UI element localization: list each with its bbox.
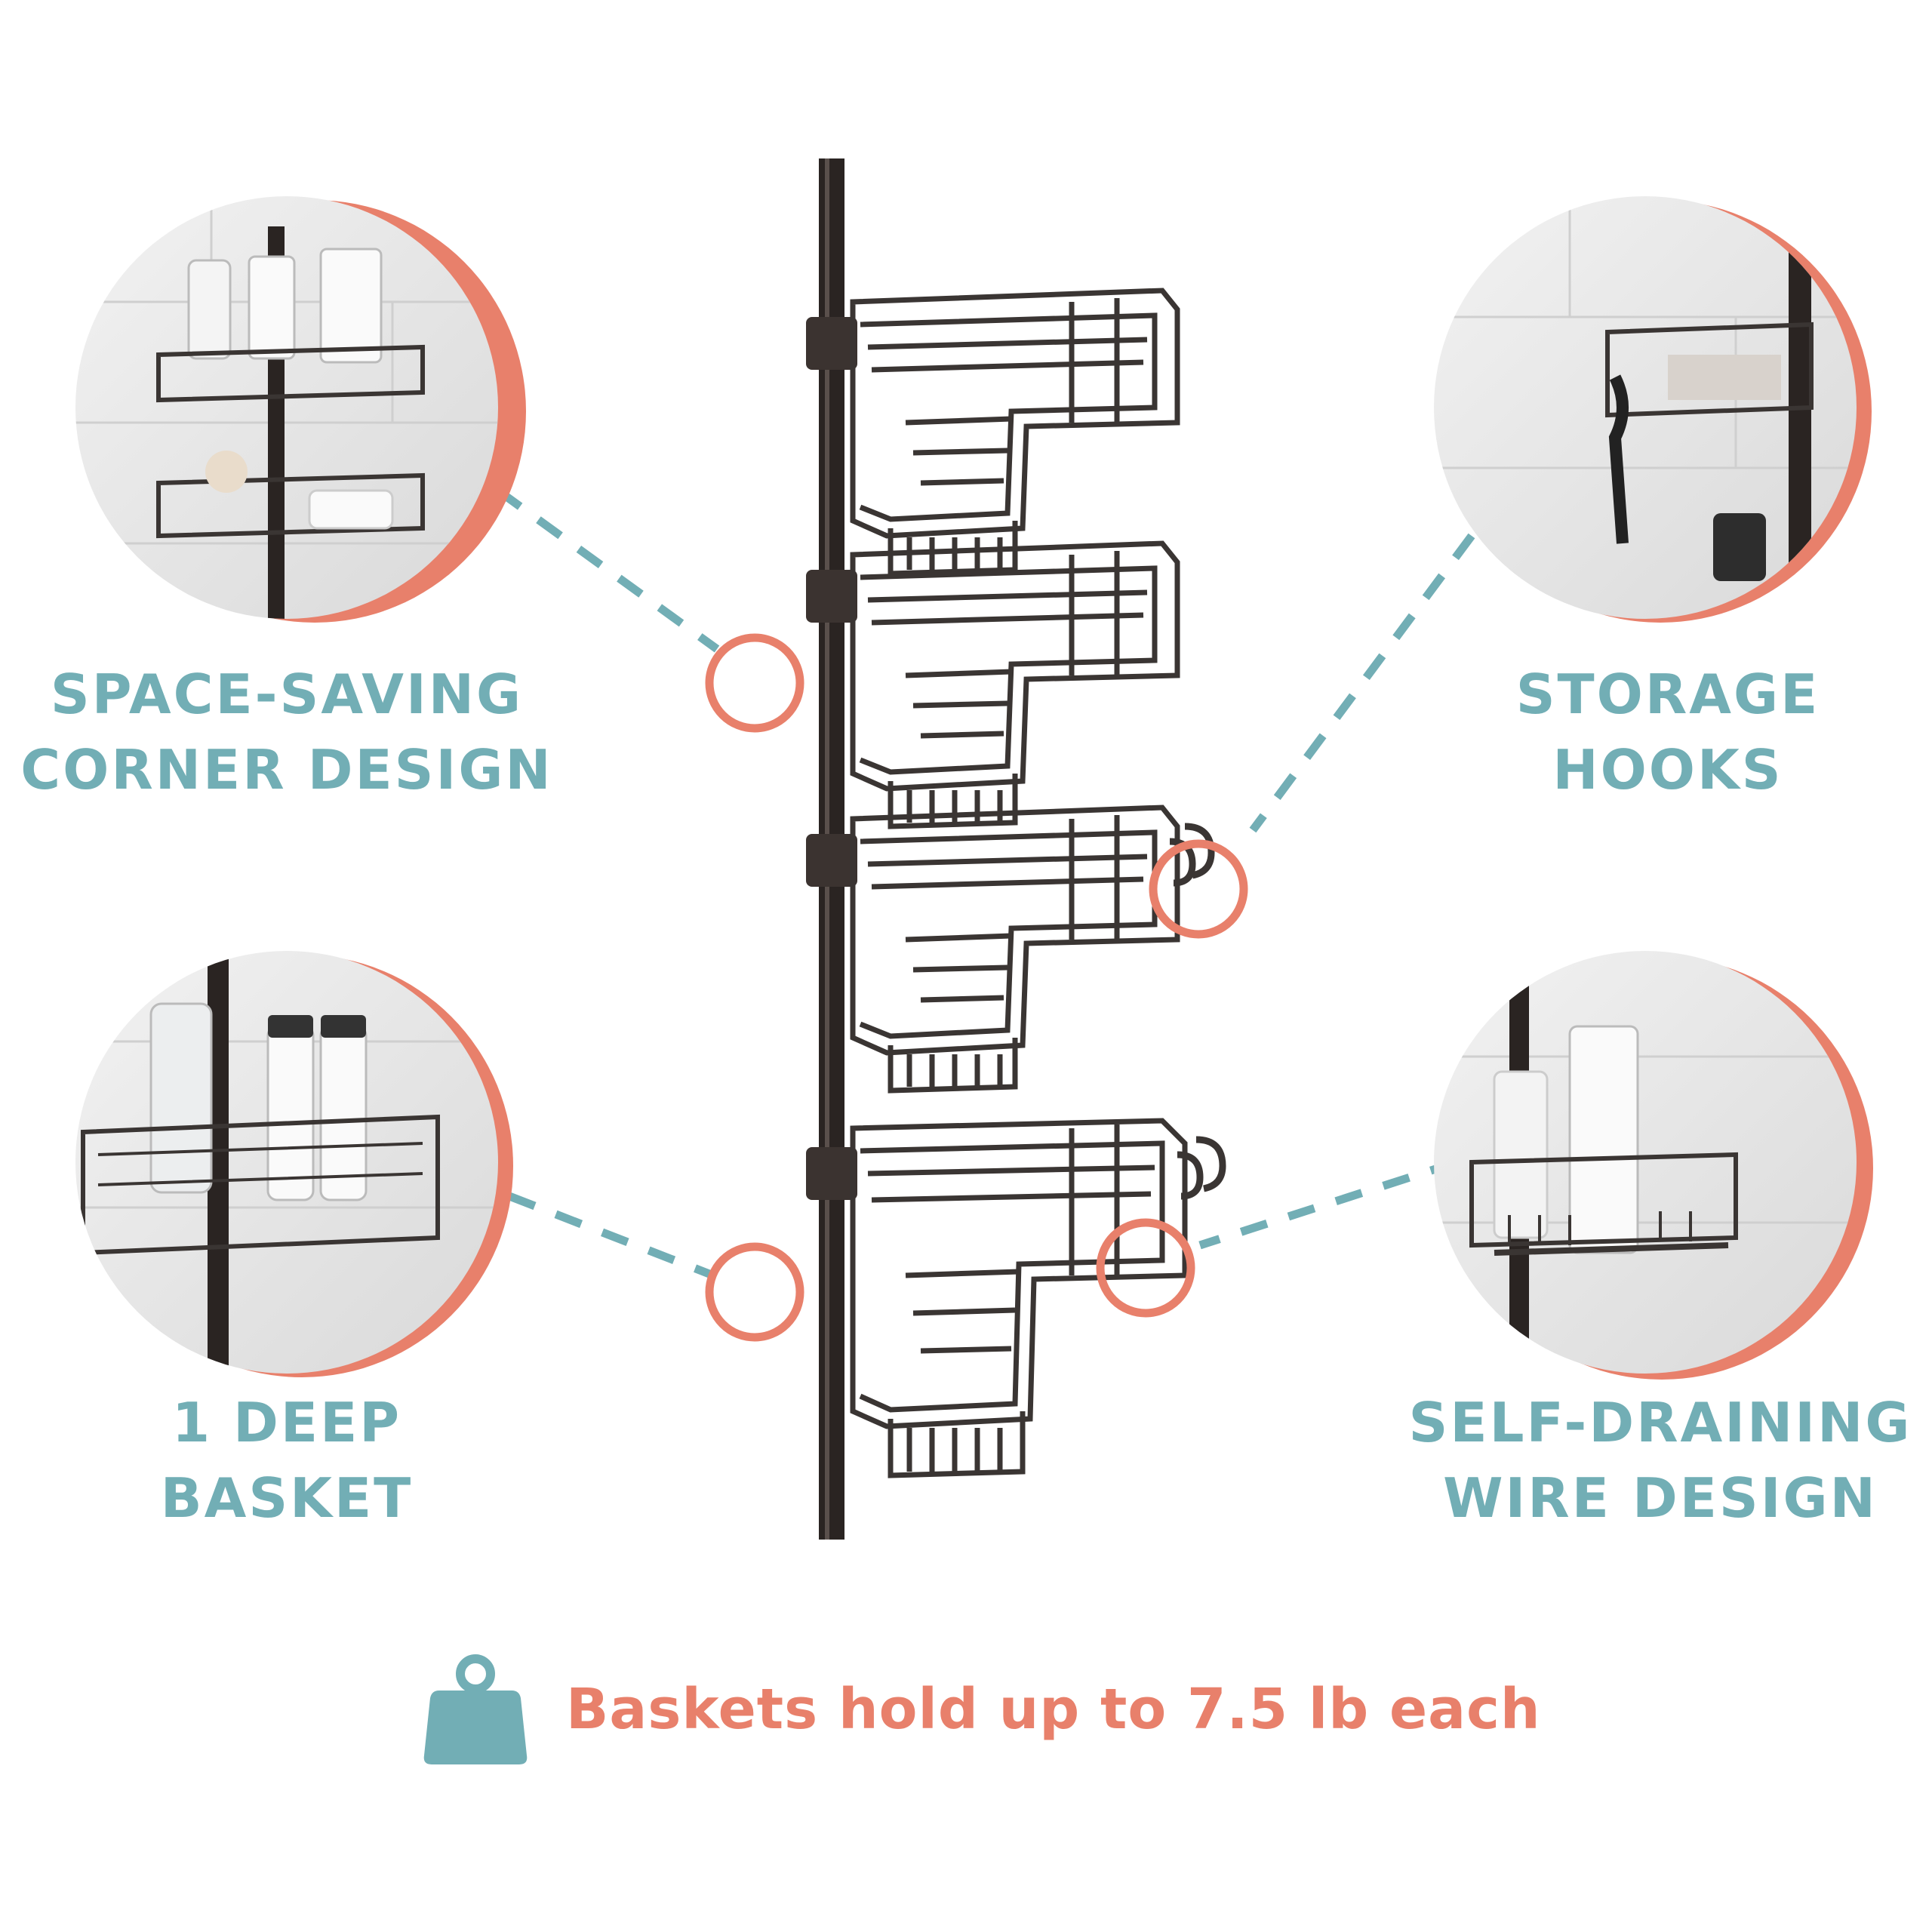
connector-deep-basket — [508, 1192, 715, 1280]
callout-ring-deep-basket — [705, 1242, 804, 1342]
feature-label-line: HOOKS — [1552, 738, 1783, 801]
feature-label-deep-basket: 1 DEEP BASKET — [0, 1385, 574, 1536]
pole-clamp — [806, 1147, 857, 1200]
feature-label-line: SPACE-SAVING — [50, 663, 524, 726]
connector-space-saving — [495, 487, 720, 653]
storage-hook — [1195, 1136, 1226, 1192]
feature-label-line: WIRE DESIGN — [1443, 1466, 1878, 1530]
callout-ring-corner — [705, 633, 804, 733]
capacity-text: Baskets hold up to 7.5 lb each — [566, 1677, 1541, 1742]
basket-4 — [806, 1118, 1226, 1478]
connector-storage-hooks — [1249, 533, 1475, 833]
callout-rings — [705, 633, 1248, 1342]
photo-deep-basket — [75, 951, 513, 1377]
photo-storage-hooks — [1434, 196, 1872, 623]
connector-self-draining — [1198, 1158, 1458, 1250]
shower-caddy-product — [806, 158, 1226, 1540]
feature-label-line: SELF-DRAINING — [1408, 1391, 1912, 1454]
storage-hook — [1177, 1151, 1204, 1200]
feature-label-space-saving: SPACE-SAVING CORNER DESIGN — [0, 657, 574, 808]
callout-ring-hooks — [1149, 839, 1248, 939]
feature-label-storage-hooks: STORAGE HOOKS — [1404, 657, 1932, 808]
callout-ring-drain — [1096, 1218, 1195, 1318]
basket-3 — [806, 804, 1215, 1094]
pole-clamp — [806, 834, 857, 887]
feature-label-line: BASKET — [160, 1466, 414, 1530]
connector-lines — [495, 487, 1475, 1280]
feature-label-line: STORAGE — [1515, 663, 1820, 726]
pole-clamp — [806, 570, 857, 623]
basket-1 — [806, 288, 1180, 577]
feature-label-line: 1 DEEP — [171, 1391, 402, 1454]
feature-label-line: CORNER DESIGN — [20, 738, 553, 801]
basket-2 — [806, 540, 1180, 829]
pole-clamp — [806, 317, 857, 370]
feature-label-self-draining: SELF-DRAINING WIRE DESIGN — [1389, 1385, 1932, 1536]
photo-space-saving — [75, 196, 526, 623]
storage-hook — [1184, 823, 1215, 879]
capacity-row: Baskets hold up to 7.5 lb each — [423, 1653, 1541, 1766]
weight-icon — [423, 1654, 528, 1764]
photo-self-draining — [1434, 951, 1873, 1380]
